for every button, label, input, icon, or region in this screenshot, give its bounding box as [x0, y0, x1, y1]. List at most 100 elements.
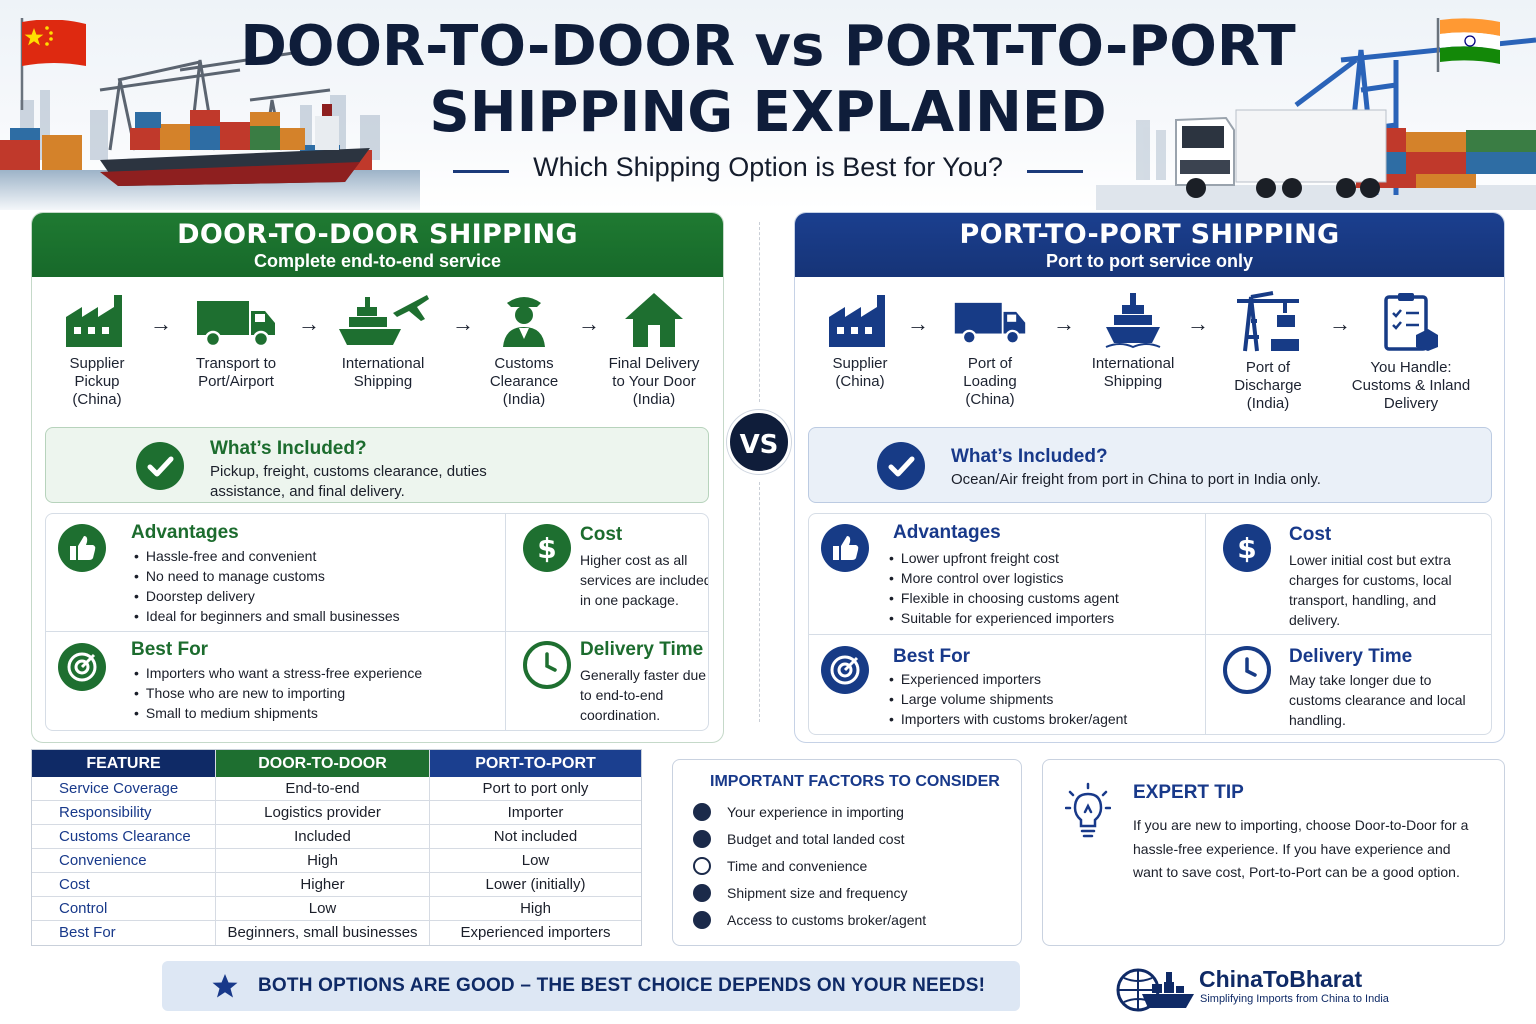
check-circle-icon: [136, 442, 184, 490]
door-step-final-delivery: Final Delivery to Your Door (India): [600, 291, 708, 409]
truck-icon: [197, 301, 275, 348]
list-item: Doorstep delivery: [134, 586, 400, 606]
list-item: Small to medium shipments: [134, 703, 422, 723]
step-line: Pickup: [74, 373, 120, 390]
list-item: Hassle-free and convenient: [134, 546, 400, 566]
table-cell: Experienced importers: [460, 924, 611, 941]
factor-item: Shipment size and frequency: [693, 884, 908, 903]
list-item: Importers who want a stress-free experie…: [134, 663, 422, 683]
table-cell: End-to-end: [216, 777, 430, 800]
table-cell: Lower (initially): [485, 876, 586, 893]
factor-text: Your experience in importing: [727, 804, 904, 820]
best-for-title: Best For: [131, 639, 209, 660]
agent-icon: [693, 911, 711, 930]
port-details-grid: Advantages Lower upfront freight cost Mo…: [808, 513, 1492, 735]
door-delivery-time: Delivery Time Generally faster due to en…: [505, 631, 708, 730]
door-step-supplier: Supplier Pickup (China): [52, 291, 142, 409]
advantages-list: Hassle-free and convenient No need to ma…: [134, 546, 400, 626]
step-arrow-icon: →: [150, 311, 172, 336]
dollar-icon: $: [523, 524, 571, 572]
port-step-discharge: Port of Discharge (India): [1221, 291, 1315, 413]
table-cell: High: [216, 849, 430, 872]
table-row: Service Coverage End-to-end Port to port…: [32, 777, 641, 801]
delivery-title: Delivery Time: [580, 639, 704, 660]
table-cell: Best For: [32, 921, 216, 945]
port-step-you-handle: You Handle: Customs & Inland Delivery: [1343, 291, 1479, 413]
banner-text: BOTH OPTIONS ARE GOOD – THE BEST CHOICE …: [258, 975, 986, 996]
port-crane-icon: [1237, 291, 1299, 352]
door-step-customs: Customs Clearance (India): [478, 291, 570, 409]
step-line: International: [341, 355, 425, 372]
users-icon: [693, 803, 711, 822]
port-best-for: Best For Experienced importers Large vol…: [809, 634, 1205, 734]
cost-text: Lower initial cost but extra charges for…: [1289, 552, 1452, 628]
step-line: Customs: [494, 355, 554, 372]
port-delivery-time: Delivery Time May take longer due to cus…: [1205, 634, 1491, 734]
step-line: Clearance: [489, 373, 559, 390]
expert-tip-box: EXPERT TIP If you are new to importing, …: [1042, 759, 1505, 946]
advantages-list: Lower upfront freight cost More control …: [889, 548, 1119, 628]
step-line: Supplier: [69, 355, 125, 372]
step-line: (India): [1246, 395, 1290, 412]
china-flag-icon: [22, 20, 86, 66]
table-cell: Logistics provider: [216, 801, 430, 824]
step-line: (China): [835, 373, 885, 390]
list-item: Flexible in choosing customs agent: [889, 588, 1119, 608]
table-cell: Port to port only: [482, 780, 589, 797]
india-port-illustration: [1096, 37, 1536, 210]
list-item: Those who are new to importing: [134, 683, 422, 703]
step-line: Discharge: [1234, 377, 1302, 394]
brand-tagline: Simplifying Imports from China to India: [1200, 993, 1389, 1005]
step-arrow-icon: →: [907, 311, 929, 336]
factors-title: IMPORTANT FACTORS TO CONSIDER: [710, 773, 1000, 790]
step-line: Port of: [1245, 359, 1291, 376]
tip-title: EXPERT TIP: [1133, 782, 1244, 803]
door-included-box: What’s Included? Pickup, freight, custom…: [45, 427, 709, 503]
factor-item: Your experience in importing: [693, 803, 904, 822]
thumbs-up-icon: [821, 524, 869, 572]
step-line: Port of: [967, 355, 1013, 372]
port-panel-header: PORT-TO-PORT SHIPPING Port to port servi…: [795, 213, 1504, 277]
port-to-port-panel: PORT-TO-PORT SHIPPING Port to port servi…: [794, 212, 1505, 743]
subtitle-divider-left: [452, 170, 509, 174]
table-cell: Service Coverage: [32, 777, 216, 800]
factory-icon: [829, 295, 885, 347]
step-arrow-icon: →: [452, 311, 474, 336]
table-row: Customs Clearance Included Not included: [32, 825, 641, 849]
port-included-box: What’s Included? Ocean/Air freight from …: [808, 427, 1492, 503]
ship-plane-icon: [339, 295, 429, 345]
box-icon: [693, 884, 711, 903]
step-line: Loading: [963, 373, 1017, 390]
port-process-steps: Supplier (China) → Port of Loading (Chin…: [795, 291, 1504, 421]
factor-text: Access to customs broker/agent: [727, 912, 927, 928]
table-cell: Convenience: [32, 849, 216, 872]
table-cell: Control: [32, 897, 216, 920]
table-row: Control Low High: [32, 897, 641, 921]
cost-text: Higher cost as all services are included…: [580, 552, 709, 608]
list-item: Lower upfront freight cost: [889, 548, 1119, 568]
list-item: Importers with customs broker/agent: [889, 709, 1127, 729]
table-cell: Importer: [507, 804, 564, 821]
port-panel-title: PORT-TO-PORT SHIPPING: [959, 219, 1340, 250]
delivery-text: Generally faster due to end-to-end coord…: [580, 667, 707, 723]
table-row: Convenience High Low: [32, 849, 641, 873]
clipboard-icon: [1384, 293, 1438, 351]
list-item: Ideal for beginners and small businesses: [134, 606, 400, 626]
ship-icon: [1105, 293, 1161, 349]
list-item: No need to manage customs: [134, 566, 400, 586]
step-line: Transport to: [195, 355, 277, 372]
step-line: Customs & Inland: [1351, 377, 1471, 394]
best-for-list: Experienced importers Large volume shipm…: [889, 669, 1127, 729]
dollar-icon: $: [1223, 524, 1271, 572]
table-row: Cost Higher Lower (initially): [32, 873, 641, 897]
advantages-title: Advantages: [893, 522, 1001, 543]
svg-text:$: $: [1237, 532, 1256, 565]
door-details-grid: Advantages Hassle-free and convenient No…: [45, 513, 709, 731]
china-port-illustration: [0, 18, 420, 210]
door-step-transport: Transport to Port/Airport: [180, 291, 292, 391]
cost-title: Cost: [1289, 524, 1332, 545]
step-arrow-icon: →: [298, 311, 320, 336]
table-cell: Low: [216, 897, 430, 920]
step-line: Supplier: [832, 355, 888, 372]
table-cell: Cost: [32, 873, 216, 896]
